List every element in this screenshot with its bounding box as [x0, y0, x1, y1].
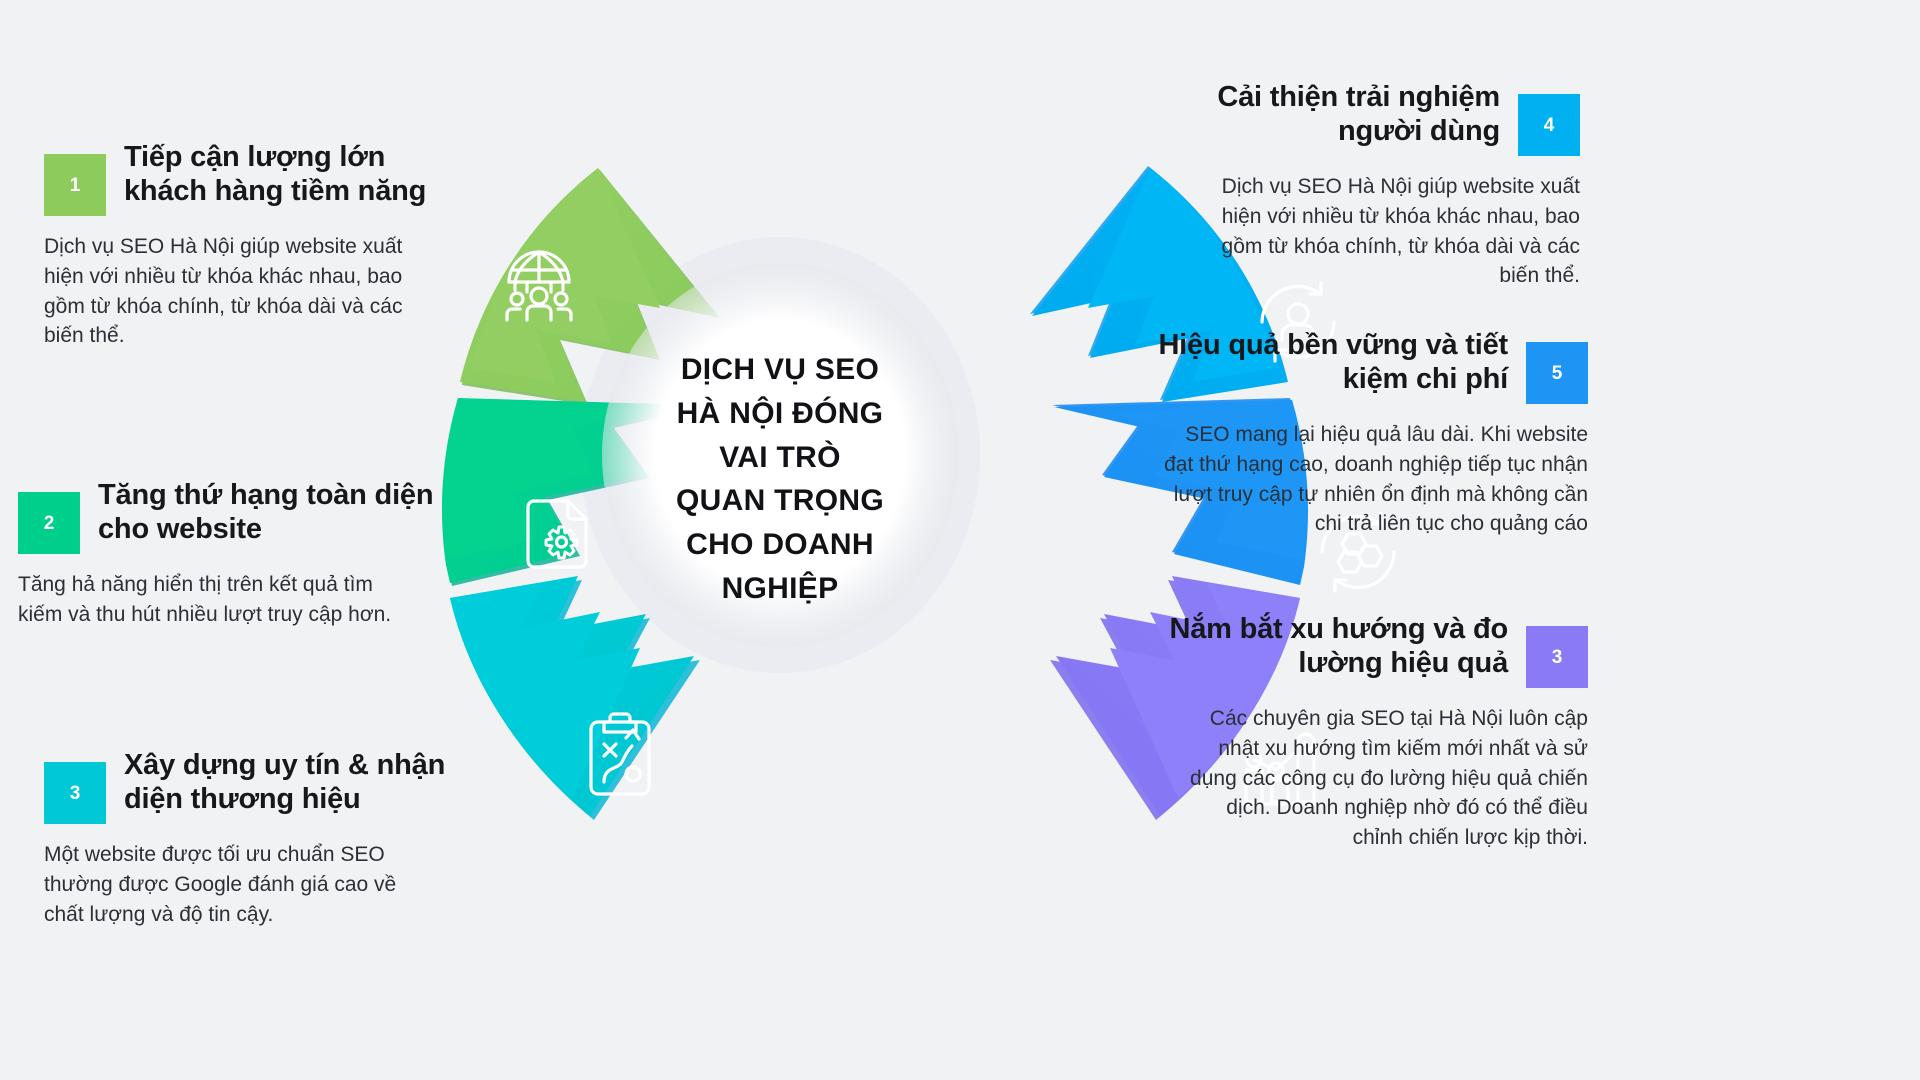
center-circle: [602, 263, 958, 647]
segment-5-highlight: [1110, 400, 1307, 560]
item-6-body: Các chuyên gia SEO tại Hà Nội luôn cập n…: [1190, 707, 1588, 850]
item-6-heading: Nắm bắt xu hướng và đo lường hiệu quả: [1169, 613, 1508, 680]
item-block-5[interactable]: Hiệu quả bền vững và tiết kiệm chi phí 5…: [1158, 328, 1588, 539]
center-title-line: CHO DOANH: [686, 528, 874, 562]
item-block-1[interactable]: 1 Tiếp cận lượng lớn khách hàng tiềm năn…: [44, 140, 474, 351]
user-refresh-icon: [1260, 281, 1336, 363]
item-4-number-badge: 4: [1518, 94, 1580, 156]
item-4-header: Cải thiện trải nghiệm người dùng 4: [1128, 80, 1580, 156]
center-title-line: DỊCH VỤ SEO: [680, 353, 880, 386]
item-1-body: Dịch vụ SEO Hà Nội giúp website xuất hiệ…: [44, 235, 403, 348]
segment-2[interactable]: [442, 398, 700, 586]
item-3-header: 3 Xây dựng uy tín & nhận diện thương hiệ…: [44, 748, 484, 824]
item-2-number-badge: 2: [18, 492, 80, 554]
item-block-6[interactable]: Nắm bắt xu hướng và đo lường hiệu quả 3 …: [1128, 612, 1588, 853]
center-title-line: NGHIỆP: [721, 571, 839, 605]
bar-chart-trend-icon: [1236, 732, 1326, 806]
item-3-number-badge: 3: [44, 762, 106, 824]
item-5-heading: Hiệu quả bền vững và tiết kiệm chi phí: [1158, 329, 1508, 396]
item-2-heading: Tăng thứ hạng toàn diện cho website: [98, 479, 434, 546]
center-title-line: QUAN TRỌNG: [676, 484, 884, 518]
item-2-body: Tăng hả năng hiển thị trên kết quả tìm k…: [18, 573, 392, 626]
segment-4-highlight: [1088, 168, 1278, 382]
item-block-4[interactable]: Cải thiện trải nghiệm người dùng 4 Dịch …: [1128, 80, 1580, 291]
item-5-body: SEO mang lại hiệu quả lâu dài. Khi websi…: [1164, 423, 1588, 536]
item-4-body: Dịch vụ SEO Hà Nội giúp website xuất hiệ…: [1221, 175, 1580, 288]
item-6-header: Nắm bắt xu hướng và đo lường hiệu quả 3: [1128, 612, 1588, 688]
item-1-header: 1 Tiếp cận lượng lớn khách hàng tiềm năn…: [44, 140, 474, 216]
center-title-line: VAI TRÒ: [719, 440, 841, 474]
globe-people-icon: [505, 250, 573, 322]
item-5-header: Hiệu quả bền vững và tiết kiệm chi phí 5: [1158, 328, 1588, 404]
clipboard-strategy-icon: [589, 712, 651, 796]
item-3-heading: Xây dựng uy tín & nhận diện thương hiệu: [124, 749, 446, 816]
segment-2-highlight: [443, 398, 640, 558]
item-1-heading: Tiếp cận lượng lớn khách hàng tiềm năng: [124, 141, 427, 208]
center-title: DỊCH VỤ SEO HÀ NỘI ĐÓNG VAI TRÒ QUAN TRỌ…: [620, 348, 940, 611]
segment-6-highlight: [1110, 582, 1300, 798]
item-1-number-badge: 1: [44, 154, 106, 216]
item-6-number-badge: 3: [1526, 626, 1588, 688]
segment-6[interactable]: [1050, 576, 1300, 820]
item-block-3[interactable]: 3 Xây dựng uy tín & nhận diện thương hiệ…: [44, 748, 484, 929]
item-block-2[interactable]: 2 Tăng thứ hạng toàn diện cho website Tă…: [18, 478, 448, 630]
segment-4[interactable]: [1030, 166, 1288, 402]
segment-1-highlight: [470, 168, 660, 382]
hexagon-refresh-icon: [1320, 511, 1396, 593]
item-2-header: 2 Tăng thứ hạng toàn diện cho website: [18, 478, 448, 554]
document-gear-icon: [526, 499, 588, 569]
item-3-body: Một website được tối ưu chuẩn SEO thường…: [44, 843, 397, 926]
segment-5[interactable]: [1052, 398, 1308, 585]
item-4-heading: Cải thiện trải nghiệm người dùng: [1217, 81, 1500, 148]
center-title-line: HÀ NỘI ĐÓNG: [676, 396, 884, 430]
item-5-number-badge: 5: [1526, 342, 1588, 404]
